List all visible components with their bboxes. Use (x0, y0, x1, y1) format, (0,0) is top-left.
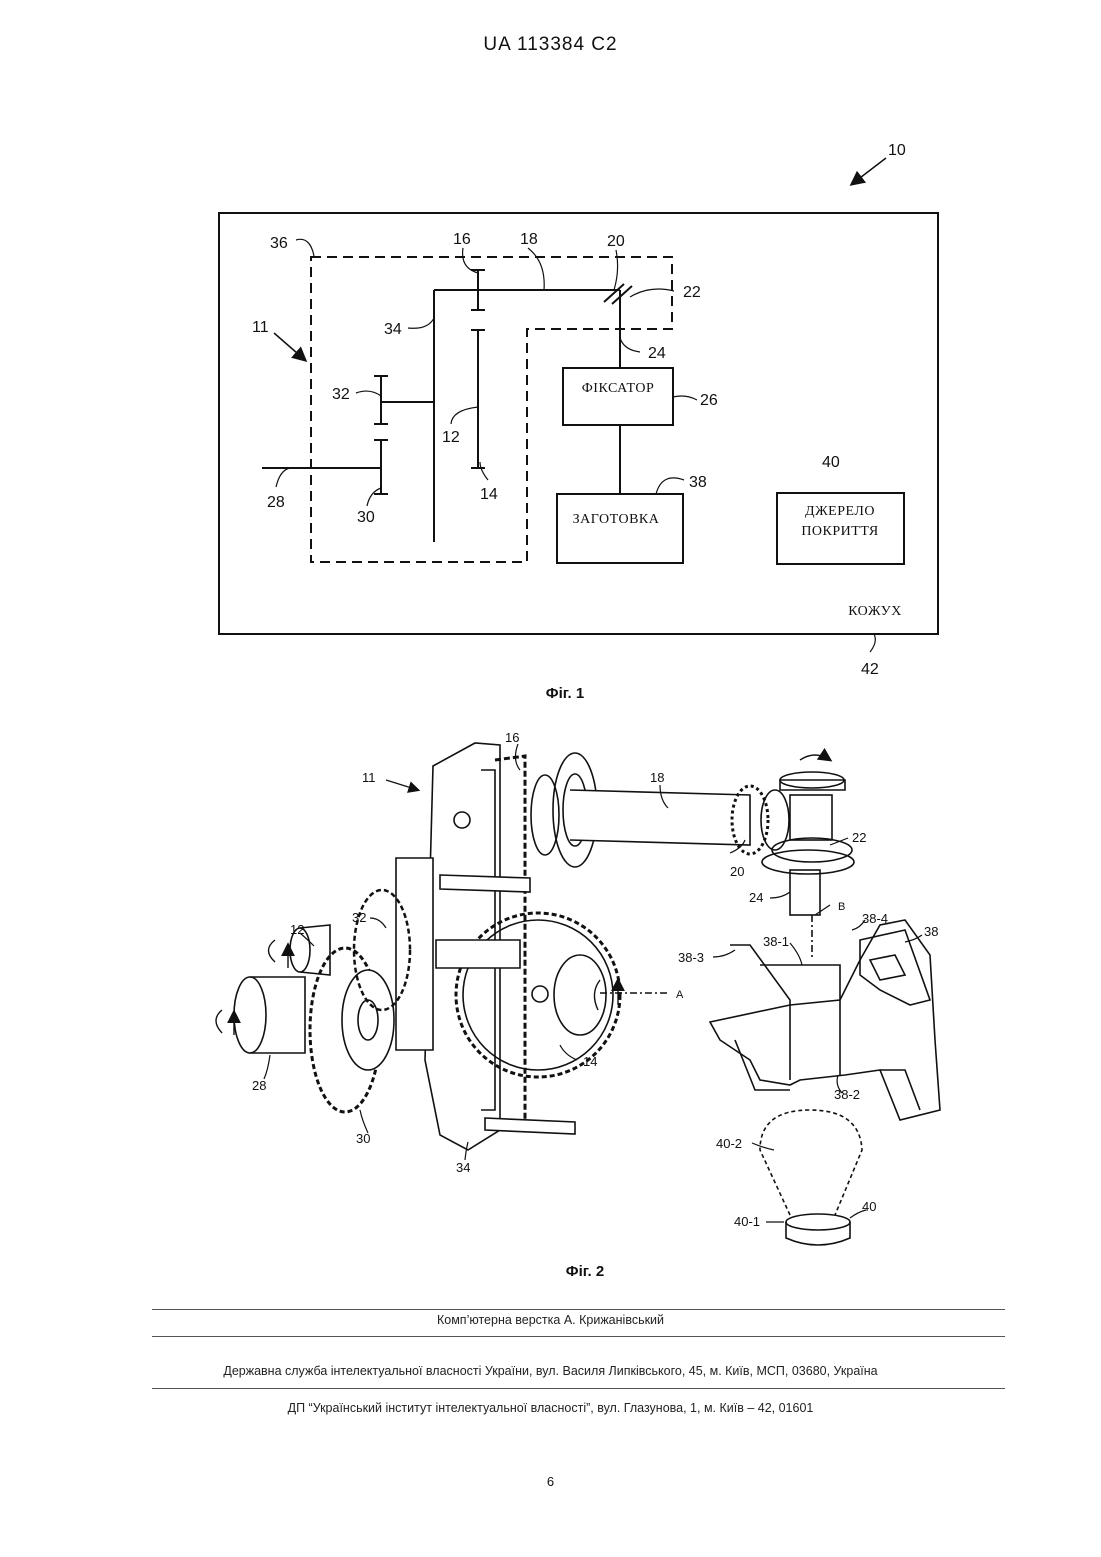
fig2-label-38-4: 38-4 (862, 911, 888, 926)
figure-2-caption: Фіг. 2 (520, 1263, 650, 1280)
coating-plume (760, 1110, 862, 1215)
source-label-2: ПОКРИТТЯ (801, 524, 878, 539)
fig2-label-40-2: 40-2 (716, 1136, 742, 1151)
fig2-label-32: 32 (352, 910, 366, 925)
fig2-label-38-1: 38-1 (763, 934, 789, 949)
fig2-label-28: 28 (252, 1078, 266, 1093)
fig1-label-10: 10 (888, 142, 906, 159)
fig1-label-14: 14 (480, 486, 498, 503)
fig1-label-36: 36 (270, 235, 288, 252)
fig1-label-16: 16 (453, 231, 471, 248)
fig2-label-30: 30 (356, 1131, 370, 1146)
footer-rule-3 (152, 1388, 1005, 1389)
figure-2-illustration: 11 16 18 22 20 24 B 38-4 38 38-1 38-3 12… (0, 720, 1101, 1260)
fig2-label-38-2: 38-2 (834, 1087, 860, 1102)
fig1-label-30: 30 (357, 509, 375, 526)
fig1-label-11: 11 (252, 319, 269, 336)
fig2-label-11: 11 (362, 770, 376, 785)
page-number: 6 (0, 1474, 1101, 1489)
fig1-label-34: 34 (384, 321, 402, 338)
fig2-label-12: 12 (290, 922, 304, 937)
document-id: UA 113384 C2 (0, 34, 1101, 56)
workpiece-38 (710, 920, 940, 1120)
source-label-1: ДЖЕРЕЛО (805, 504, 875, 519)
arm-18 (570, 790, 750, 845)
fig2-label-20: 20 (730, 864, 744, 879)
fig2-label-14: 14 (583, 1054, 597, 1069)
fig2-label-38-3: 38-3 (678, 950, 704, 965)
fig1-label-24: 24 (648, 345, 666, 362)
fig2-label-22: 22 (852, 830, 866, 845)
fig1-label-26: 26 (700, 392, 718, 409)
fig1-label-42: 42 (861, 661, 879, 678)
figure-1-diagram: ФІКСАТОР ЗАГОТОВКА ДЖЕРЕЛО ПОКРИТТЯ КОЖУ… (0, 130, 1101, 690)
fig2-label-40-1: 40-1 (734, 1214, 760, 1229)
fig1-label-28: 28 (267, 494, 285, 511)
footer-service-address: Державна служба інтелектуальної власност… (0, 1364, 1101, 1378)
footer-institute-address: ДП “Український інститут інтелектуальної… (0, 1401, 1101, 1415)
fixator-box (563, 368, 673, 425)
fig2-label-18: 18 (650, 770, 664, 785)
figure-1-caption: Фіг. 1 (500, 685, 630, 702)
fig2-label-40: 40 (862, 1199, 876, 1214)
footer-rule-1 (152, 1309, 1005, 1310)
workpiece-label: ЗАГОТОВКА (573, 512, 660, 527)
footer-layout-credit: Комп’ютерна верстка А. Крижанівський (0, 1313, 1101, 1327)
fig2-label-34: 34 (456, 1160, 470, 1175)
workpiece-box (557, 494, 683, 563)
fig2-label-16: 16 (505, 730, 519, 745)
fig1-label-18: 18 (520, 231, 538, 248)
fig1-label-40: 40 (822, 454, 840, 471)
fig1-label-12: 12 (442, 429, 460, 446)
coating-source-40 (786, 1214, 850, 1230)
housing-label: КОЖУХ (848, 604, 902, 619)
fig1-label-20: 20 (607, 233, 625, 250)
fixator-label: ФІКСАТОР (582, 381, 655, 396)
fig2-label-a: A (676, 989, 684, 1001)
fig2-label-38: 38 (924, 924, 938, 939)
fig1-label-32: 32 (332, 386, 350, 403)
fig1-label-38: 38 (689, 474, 707, 491)
footer-rule-2 (152, 1336, 1005, 1337)
fig2-label-24: 24 (749, 890, 763, 905)
fig2-label-b: B (838, 901, 845, 913)
fig1-label-22: 22 (683, 284, 701, 301)
